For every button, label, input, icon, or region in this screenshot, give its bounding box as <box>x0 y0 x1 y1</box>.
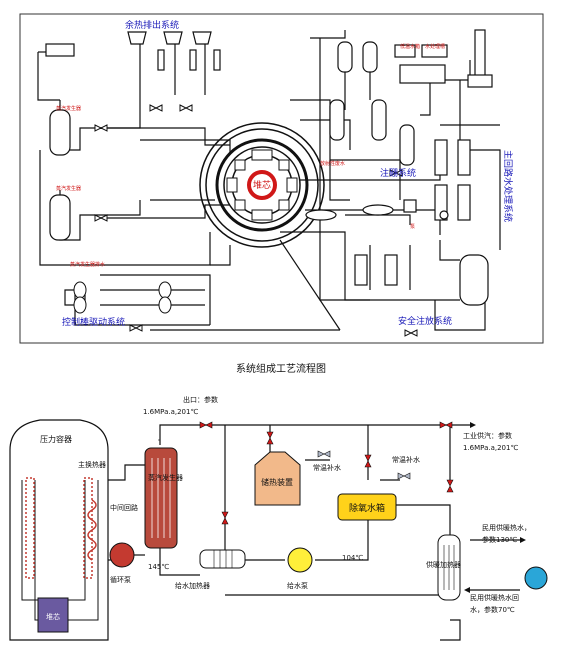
normal-makeup-2: 常温补水 <box>392 455 420 464</box>
control-rod-system-label: 控制棒驱动系统 <box>62 316 125 328</box>
reactor-core-ring <box>247 170 277 200</box>
injection-system-label: 注硼系统 <box>380 167 416 179</box>
temp-104-label: 104℃ <box>342 554 363 562</box>
sg-a-label: 蒸汽发生器 <box>56 105 81 112</box>
waste-heat-system-label: 余热排出系统 <box>125 19 179 31</box>
pressure-vessel-label: 压力容器 <box>40 434 72 444</box>
right-equipment <box>305 29 493 306</box>
outlet-label: 出口：参数 <box>183 395 218 404</box>
sg-b-label: 蒸汽发生器 <box>56 185 81 192</box>
steam-generator-tubes <box>151 458 171 538</box>
temp-145-label: 145℃ <box>148 563 169 571</box>
civil-return-params: 水，参数70℃ <box>470 605 515 614</box>
pump-label: 泵 <box>410 224 415 230</box>
top-steam-generators <box>45 43 75 241</box>
civil-supply-params: 参数130℃ <box>482 535 517 544</box>
normal-makeup-1: 常温补水 <box>313 463 341 472</box>
top-valves <box>94 104 418 337</box>
right-downcomer <box>83 477 93 579</box>
reactor-core-label: 堆芯 <box>253 179 271 191</box>
main-water-system-label: 主回路水处理系统 <box>502 150 514 222</box>
small-red-labels: 蒸汽发生器 蒸汽发生器 蒸汽发生器排水 低温水箱 水处理槽 放射性废水 泵 <box>56 43 445 268</box>
bottom-grey-valves <box>317 450 411 480</box>
cooling-towers <box>127 31 221 71</box>
reactor-rings <box>199 122 325 248</box>
heating-heater-label: 供暖加热器 <box>426 560 461 569</box>
bottom-diagram: 压力容器 主换热器 堆芯 中间回路 <box>9 395 548 641</box>
top-frame <box>19 13 544 344</box>
civil-return-pump <box>524 566 548 590</box>
water-tank-label: 低温水箱 <box>400 43 420 50</box>
feed-pump-label: 给水泵 <box>287 581 308 590</box>
core-block <box>37 597 69 633</box>
top-caption: 系统组成工艺流程图 <box>236 362 326 375</box>
spare-sg-label: 蒸汽发生器排水 <box>70 261 105 268</box>
flow-arrows <box>464 422 526 593</box>
intermediate-coil <box>87 499 97 561</box>
heat-storage <box>254 451 301 506</box>
control-rod-motors <box>73 281 172 314</box>
outlet-params: 1.6MPa.a,201℃ <box>143 408 198 416</box>
industrial-label: 工业供汽：参数 <box>463 431 512 440</box>
feed-heater-fins <box>213 550 233 568</box>
top-diagram: 蒸汽发生器 蒸汽发生器 蒸汽发生器排水 低温水箱 水处理槽 放射性废水 泵 堆芯… <box>19 13 544 375</box>
feed-pump <box>287 547 313 573</box>
civil-return-label: 民用供暖热水回 <box>470 593 519 602</box>
steam-generator <box>144 447 178 549</box>
intermediate-loop-label: 中间回路 <box>110 503 138 512</box>
circulation-pump-label: 循环泵 <box>110 575 131 584</box>
main-hx-label: 主换热器 <box>78 460 106 469</box>
industrial-params: 1.6MPa.a,201℃ <box>463 444 518 452</box>
core-label: 堆芯 <box>46 612 60 621</box>
heating-heater-tubes <box>443 545 455 590</box>
deaerator-label: 除氧水箱 <box>349 502 385 514</box>
steam-generator-label: 蒸汽发生器 <box>148 473 183 482</box>
waste-label: 放射性废水 <box>320 160 345 167</box>
deaerator-tank <box>337 493 397 521</box>
left-downcomer <box>25 477 35 579</box>
civil-supply-label: 民用供暖热水， <box>482 523 531 532</box>
small-tank-top <box>45 43 75 57</box>
feed-heater-label: 给水加热器 <box>175 581 210 590</box>
boron-tank-label: 水处理槽 <box>425 43 445 50</box>
heat-storage-label: 储热装置 <box>261 477 293 487</box>
feed-heater <box>199 549 246 569</box>
safety-injection-system-label: 安全注放系统 <box>398 315 452 327</box>
bottom-red-valves <box>158 421 454 525</box>
circulation-pump <box>109 542 135 568</box>
